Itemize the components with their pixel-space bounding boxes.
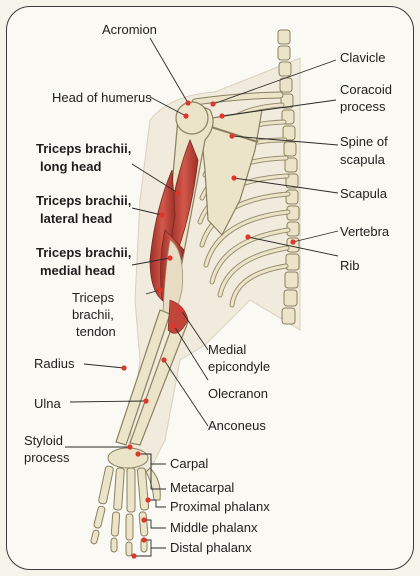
label-ulna: Ulna (34, 396, 61, 412)
label-acromion: Acromion (102, 22, 157, 38)
label-medial-epicondyle-line1: Medial (208, 342, 246, 358)
label-metacarpal: Metacarpal (170, 480, 234, 496)
label-distal-phalanx: Distal phalanx (170, 540, 252, 556)
label-scapula: Scapula (340, 186, 387, 202)
label-triceps-medial-head-line1: Triceps brachii, (36, 245, 131, 261)
label-proximal-phalanx: Proximal phalanx (170, 499, 270, 515)
label-carpal: Carpal (170, 456, 208, 472)
label-triceps-lateral-head-line1: Triceps brachii, (36, 193, 131, 209)
label-styloid-process-line1: Styloid (24, 433, 63, 449)
label-triceps-tendon-line2: brachii, (72, 307, 114, 323)
label-triceps-tendon-line1: Triceps (72, 290, 114, 306)
humerus-head (176, 102, 208, 134)
label-triceps-lateral-head-line2: lateral head (40, 211, 112, 227)
label-coracoid-process-line1: Coracoid (340, 82, 392, 98)
label-triceps-long-head-line1: Triceps brachii, (36, 141, 131, 157)
label-clavicle: Clavicle (340, 50, 386, 66)
label-triceps-tendon-line3: tendon (76, 324, 116, 340)
label-rib: Rib (340, 258, 360, 274)
label-olecranon: Olecranon (208, 386, 268, 402)
label-medial-epicondyle-line2: epicondyle (208, 359, 270, 375)
label-vertebra: Vertebra (340, 224, 389, 240)
label-radius: Radius (34, 356, 74, 372)
label-triceps-long-head-line2: long head (40, 159, 101, 175)
label-triceps-medial-head-line2: medial head (40, 263, 115, 279)
label-coracoid-process-line2: process (340, 99, 386, 115)
label-middle-phalanx: Middle phalanx (170, 520, 257, 536)
label-spine-of-scapula-line1: Spine of (340, 134, 388, 150)
label-anconeus: Anconeus (208, 418, 266, 434)
label-head-of-humerus: Head of humerus (52, 90, 152, 106)
label-spine-of-scapula-line2: scapula (340, 152, 385, 168)
label-styloid-process-line2: process (24, 450, 70, 466)
